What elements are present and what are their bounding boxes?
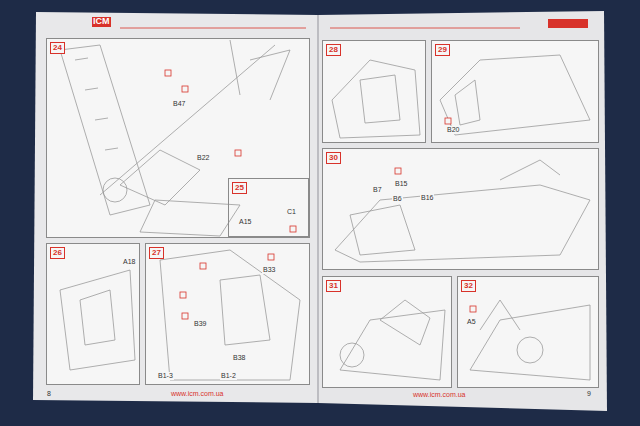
step-number: 24 (50, 42, 65, 54)
step-panel: 31 (322, 276, 452, 388)
step-number: 30 (326, 152, 341, 164)
step-panel: 24 25 (46, 38, 310, 238)
step-panel: 28 (322, 40, 426, 143)
step-number: 31 (326, 280, 341, 292)
page-number: 8 (46, 390, 52, 398)
step-number: 26 (50, 247, 65, 259)
part-number: B39 (193, 320, 207, 328)
page-number: 9 (586, 390, 592, 398)
brand-logo: ICM (92, 17, 111, 27)
part-number: B22 (196, 154, 210, 162)
step-number: 29 (435, 44, 450, 56)
part-number: A15 (238, 218, 252, 226)
website-url: www.icm.com.ua (412, 391, 467, 399)
step-panel: 32 (457, 276, 599, 388)
part-number: B6 (392, 195, 403, 203)
part-number: B33 (262, 266, 276, 274)
part-number: B38 (232, 354, 246, 362)
part-number: C1 (286, 208, 297, 216)
step-number: 32 (461, 280, 476, 292)
part-number: B20 (446, 126, 460, 134)
part-number: B1-2 (220, 372, 237, 380)
part-number: A18 (122, 258, 136, 266)
step-number: 27 (149, 247, 164, 259)
part-number: B1-3 (157, 372, 174, 380)
part-number: A5 (466, 318, 477, 326)
part-number: B16 (420, 194, 434, 202)
step-number: 25 (232, 182, 247, 194)
part-number: B7 (372, 186, 383, 194)
step-panel: 27 (145, 243, 310, 385)
part-number: B47 (172, 100, 186, 108)
part-number: B15 (394, 180, 408, 188)
step-panel: 30 (322, 148, 599, 270)
website-url: www.icm.com.ua (170, 390, 225, 398)
step-number: 28 (326, 44, 341, 56)
